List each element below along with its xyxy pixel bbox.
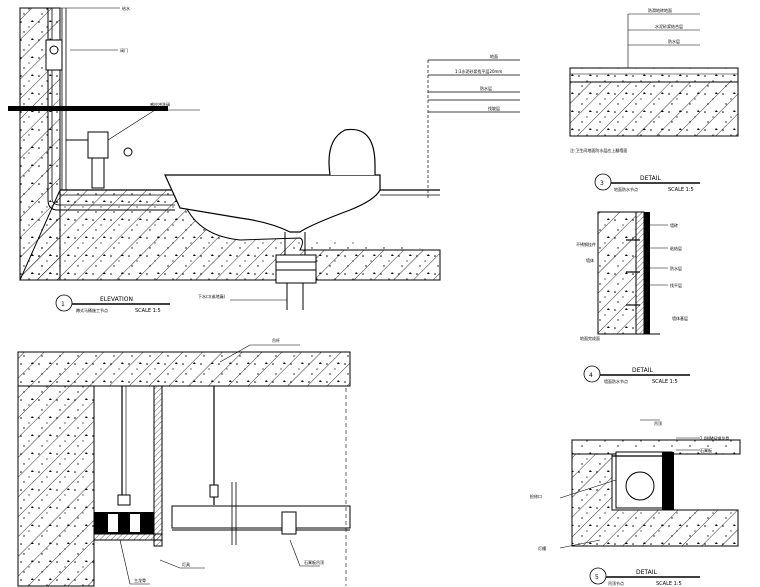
detail-1-title: ELEVATION <box>100 296 133 303</box>
detail4-left-2: 墙体 <box>586 257 594 263</box>
leader-hanger: 吊杆 <box>272 337 280 343</box>
detail4-bottom: 地面完成面 <box>580 335 600 341</box>
detail-1-subtitle: 蹲式马桶施工节点 <box>76 307 108 313</box>
detail-5-ceiling-detail: 吊顶 2.0MM轻钢龙骨 石膏板 检修口 灯槽 5 DETAIL 吊顶节点 SC… <box>530 419 741 587</box>
detail4-leader-2: 粘结层 <box>670 245 682 251</box>
detail4-leader-5: 墙体基层 <box>672 315 688 321</box>
detail-3-floor-section: 防滑地砖地面 水泥砂浆结合层 防水层 注:卫生间地面防水层应上翻墙面 3 DET… <box>569 7 739 193</box>
detail-4-subtitle: 墙面防水节点 <box>604 378 628 384</box>
leader-water-pipe: 给水 <box>122 5 130 11</box>
detail4-leader-3: 防水层 <box>670 265 682 271</box>
leader-ceiling-board: 石膏板吊顶 <box>304 559 324 565</box>
leader-cement-layer: 防水层 <box>480 85 492 91</box>
leader-light: 灯具 <box>182 561 190 567</box>
leader-valve: 阀门 <box>120 47 128 53</box>
detail-4-wall-section: 墙砖 粘结层 防水层 找平层 墙体基层 不锈钢挂件 墙体 地面完成面 4 DET… <box>576 211 690 385</box>
detail-4-number: 4 <box>589 372 593 379</box>
detail-1-scale: SCALE 1:5 <box>135 308 161 314</box>
detail-3-subtitle: 地面防水节点 <box>614 186 638 192</box>
detail-5-title: DETAIL <box>636 569 657 576</box>
detail-4-scale: SCALE 1:5 <box>652 379 678 385</box>
detail5-leader-2: 2.0MM轻钢龙骨 <box>700 435 729 441</box>
detail5-leader-1: 吊顶 <box>654 421 662 426</box>
detail3-leader-2: 水泥砂浆结合层 <box>655 23 683 29</box>
detail-1-elevation: 给水 阀门 感应冲洗阀 地面 1:3水泥砂浆找平层20mm 防水层 找坡层 下水… <box>8 5 520 314</box>
detail-2-ceiling-section: 吊杆 灯具 石膏板吊顶 主龙骨 <box>17 337 351 587</box>
detail-4-title: DETAIL <box>632 367 653 374</box>
detail5-bottom: 灯槽 <box>538 545 546 551</box>
detail-5-number: 5 <box>595 574 599 581</box>
leader-waterproof-layer: 1:3水泥砂浆找平层20mm <box>455 68 502 74</box>
detail-5-scale: SCALE 1:5 <box>656 581 682 587</box>
detail5-leader-3: 石膏板 <box>700 447 712 453</box>
detail-3-title: DETAIL <box>640 175 661 182</box>
detail-3-scale: SCALE 1:5 <box>668 187 694 193</box>
detail4-leader-4: 找平层 <box>670 282 682 288</box>
leader-drain-note: 下水口(或地漏) <box>198 293 226 299</box>
detail-3-number: 3 <box>600 180 604 187</box>
leader-flush-valve: 感应冲洗阀 <box>150 101 170 107</box>
leader-screed: 找坡层 <box>488 105 500 111</box>
detail3-leader-1: 防滑地砖地面 <box>648 7 672 13</box>
detail3-leader-3: 防水层 <box>668 38 680 44</box>
leader-floor-finish: 地面 <box>490 53 498 59</box>
detail-5-subtitle: 吊顶节点 <box>608 580 624 586</box>
detail-1-number: 1 <box>61 301 65 308</box>
detail3-note: 注:卫生间地面防水层应上翻墙面 <box>570 147 627 153</box>
detail4-leader-1: 墙砖 <box>670 222 678 228</box>
detail5-left: 检修口 <box>530 493 542 499</box>
detail4-left-1: 不锈钢挂件 <box>576 241 596 247</box>
leader-main-keel: 主龙骨 <box>134 577 146 583</box>
